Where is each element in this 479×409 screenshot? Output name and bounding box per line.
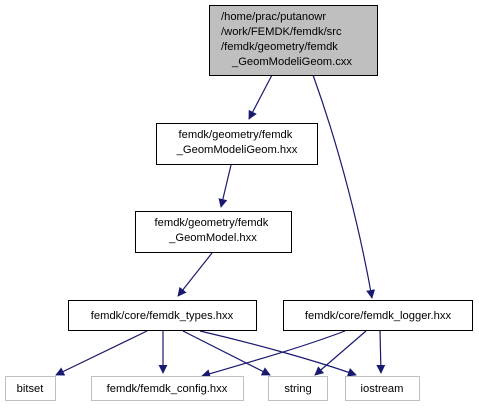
node-config-hxx-label: femdk/femdk_config.hxx	[107, 383, 228, 395]
edge-logger-to-string	[314, 330, 367, 376]
edge-types-to-iostream	[199, 330, 357, 377]
node-geommodel-hxx-box	[135, 211, 292, 253]
node-root-line-1: /home/prac/putanowr	[221, 11, 326, 23]
node-iostream: iostream	[345, 376, 420, 401]
node-logger-hxx-box	[283, 300, 473, 331]
svg-text:femdk/geometry/femdk _Ge: femdk/geometry/femdk _GeomModeliGeom.hxx	[176, 129, 298, 156]
node-root[interactable]: /home/prac/putanowr /work/FEMDK/femdk/sr…	[209, 5, 378, 76]
node-modeligeom-hxx-line-2: _GeomModeliGeom.hxx	[176, 144, 298, 156]
edge-types-to-bitset	[55, 330, 148, 376]
node-bitset-label: bitset	[17, 383, 45, 395]
svg-text:femdk/core/femdk_types.hxx: femdk/core/femdk_types.hxx	[91, 310, 234, 322]
node-root-line-4: _GeomModeliGeom.cxx	[231, 56, 352, 68]
node-bitset-box	[5, 376, 56, 401]
node-logger-hxx[interactable]: femdk/core/femdk_logger.hxx	[283, 300, 473, 331]
node-modeligeom-hxx-box	[156, 123, 318, 165]
svg-text:femdk/core/femdk_logger.hxx: femdk/core/femdk_logger.hxx	[305, 310, 452, 322]
node-root-line-3: /femdk/geometry/femdk	[221, 41, 338, 53]
svg-text:bitset: bitset	[17, 383, 45, 395]
node-types-hxx[interactable]: femdk/core/femdk_types.hxx	[68, 300, 257, 331]
node-bitset: bitset	[5, 376, 56, 401]
node-geommodel-hxx-line-1: femdk/geometry/femdk	[155, 217, 269, 229]
node-types-hxx-label: femdk/core/femdk_types.hxx	[91, 310, 234, 322]
svg-text:string: string	[284, 383, 311, 395]
svg-text:femdk/geometry/femdk _Ge: femdk/geometry/femdk _GeomModel.hxx	[155, 217, 272, 244]
svg-text:iostream: iostream	[361, 383, 404, 395]
svg-text:femdk/femdk_config.hxx: femdk/femdk_config.hxx	[107, 383, 228, 395]
edges	[55, 74, 386, 379]
edge-logger-to-iostream	[376, 330, 386, 374]
edge-root-to-modeligeom	[248, 74, 273, 120]
edge-logger-to-config	[201, 330, 346, 379]
node-string-label: string	[284, 383, 311, 395]
node-modeligeom-hxx[interactable]: femdk/geometry/femdk _GeomModeliGeom.hxx	[156, 123, 318, 165]
node-config-hxx-box	[91, 376, 244, 401]
node-geommodel-hxx-line-2: _GeomModel.hxx	[168, 232, 257, 244]
node-root-box	[209, 5, 378, 76]
node-logger-hxx-label: femdk/core/femdk_logger.hxx	[305, 310, 452, 322]
node-iostream-label: iostream	[361, 383, 404, 395]
node-geommodel-hxx[interactable]: femdk/geometry/femdk _GeomModel.hxx	[135, 211, 292, 253]
node-string: string	[268, 376, 328, 401]
node-root-line-2: /work/FEMDK/femdk/src	[221, 26, 342, 38]
edge-modeligeom-to-geommodel	[218, 164, 232, 208]
edge-geommodel-to-types	[177, 252, 213, 297]
node-types-hxx-box	[68, 300, 257, 331]
node-string-box	[268, 376, 328, 401]
svg-text:/home/prac/putanowr /wor: /home/prac/putanowr /work/FEMDK/femdk/sr…	[221, 11, 352, 68]
node-config-hxx[interactable]: femdk/femdk_config.hxx	[91, 376, 244, 401]
edge-root-to-logger	[312, 74, 376, 299]
node-modeligeom-hxx-line-1: femdk/geometry/femdk	[179, 129, 293, 141]
node-iostream-box	[345, 376, 420, 401]
edge-types-to-string	[182, 330, 271, 376]
